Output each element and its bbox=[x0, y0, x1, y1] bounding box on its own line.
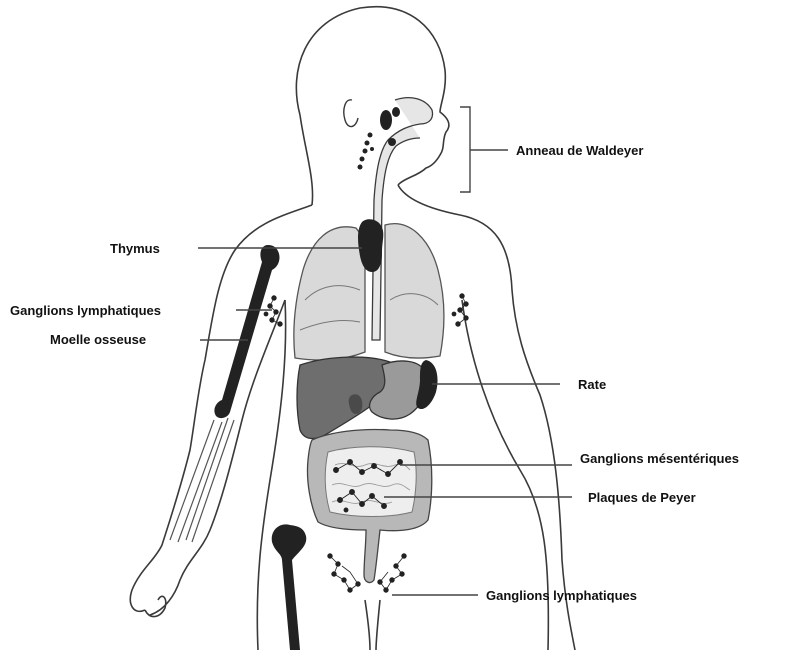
neck-back bbox=[300, 115, 313, 205]
waldeyer-bracket bbox=[460, 107, 508, 192]
inguinal-nodes-right bbox=[378, 554, 407, 593]
leg-divide bbox=[365, 600, 380, 650]
label-thymus: Thymus bbox=[110, 241, 160, 256]
label-peyer: Plaques de Peyer bbox=[588, 490, 696, 505]
label-lymph-lower: Ganglions lymphatiques bbox=[486, 588, 637, 603]
label-spleen: Rate bbox=[578, 377, 606, 392]
label-waldeyer: Anneau de Waldeyer bbox=[516, 143, 643, 158]
head bbox=[296, 7, 449, 185]
lung-right bbox=[385, 224, 444, 358]
label-mesenteric: Ganglions mésentériques bbox=[580, 451, 739, 466]
axillary-nodes-left bbox=[264, 296, 282, 327]
inguinal-nodes-left bbox=[328, 554, 361, 593]
label-bone-marrow: Moelle osseuse bbox=[50, 332, 146, 347]
forearm-bones bbox=[170, 418, 234, 542]
lung-left bbox=[294, 227, 365, 360]
torso-left bbox=[257, 300, 285, 650]
small-intestine bbox=[325, 447, 416, 517]
ear bbox=[344, 100, 358, 127]
arm-left-inner bbox=[150, 300, 285, 615]
label-lymph-upper: Ganglions lymphatiques bbox=[10, 303, 161, 318]
femur bbox=[272, 524, 307, 650]
neck-nodes bbox=[358, 133, 375, 170]
